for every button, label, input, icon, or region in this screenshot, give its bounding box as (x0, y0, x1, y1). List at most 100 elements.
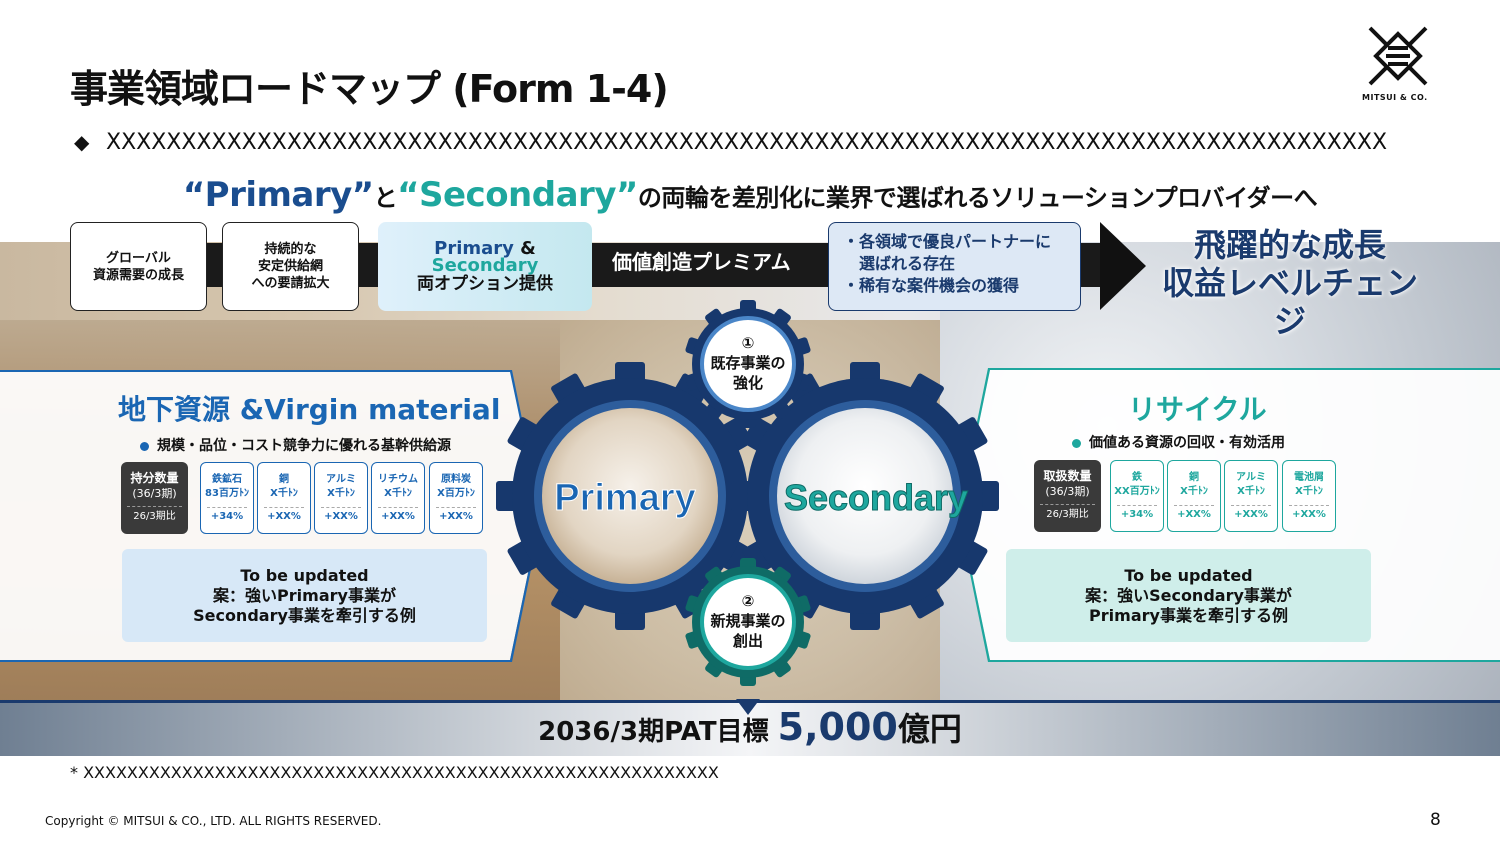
flow-box-global-demand: グローバル 資源需要の成長 (70, 222, 207, 311)
card-value: X百万ﾄﾝ (437, 488, 475, 499)
card-change: +XX% (324, 511, 358, 522)
flow-box-supply-network: 持続的な 安定供給網 への要請拡大 (222, 222, 359, 311)
primary-gear-label: Primary (554, 477, 696, 519)
tagline-secondary: “Secondary” (397, 175, 638, 215)
gears-diagram: Primary Secondary ① 既存事業の 強化 ② 新規事業の 創出 (496, 300, 999, 686)
right-update-line3: Primary事業を牽引する例 (1089, 605, 1288, 625)
card-change: +34% (210, 511, 244, 522)
flow-box2-line1: 持続的な (264, 242, 317, 257)
tagline-primary: “Primary” (182, 175, 374, 215)
bullet-line: ◆ XXXXXXXXXXXXXXXXXXXXXXXXXXXXXXXXXXXXXXX… (74, 130, 1387, 155)
left-update-line2: 案：強いPrimary事業が (213, 585, 396, 605)
left-update-line1: To be updated (240, 565, 369, 585)
card-value: 83百万ﾄﾝ (205, 488, 249, 499)
card-name: アルミ (326, 474, 356, 485)
card-change: +XX% (1177, 509, 1211, 520)
right-panel-subtitle: 価値ある資源の回収・有効活用 (1072, 432, 1285, 452)
diamond-bullet-icon: ◆ (74, 130, 90, 154)
pat-pointer-icon (736, 699, 760, 715)
footnote: * XXXXXXXXXXXXXXXXXXXXXXXXXXXXXXXXXXXXXX… (70, 763, 719, 782)
right-panel-subtitle-text: 価値ある資源の回収・有効活用 (1089, 435, 1285, 451)
flow-box2-line3: への要請拡大 (251, 276, 330, 291)
bottom-gear-num: ② (742, 592, 755, 610)
logo-text: MITSUI & CO. (1362, 93, 1428, 102)
tagline: “Primary”と“Secondary”の両輪を差別化に業界で選ばれるソリュー… (0, 175, 1500, 215)
right-update-line2: 案：強いSecondary事業が (1085, 585, 1292, 605)
card-change: +34% (1120, 509, 1154, 520)
card-value: XX百万ﾄﾝ (1114, 486, 1160, 497)
premium-arrow-icon (802, 243, 826, 287)
left-qty-main: 持分数量 (130, 471, 179, 485)
pat-unit: 億円 (897, 710, 962, 748)
right-card-copper: 銅 X千ﾄﾝ +XX% (1167, 460, 1221, 532)
top-gear-line2: 強化 (733, 374, 763, 392)
card-change: +XX% (381, 511, 415, 522)
card-value: X千ﾄﾝ (270, 488, 298, 499)
card-value: X千ﾄﾝ (384, 488, 412, 499)
copyright: Copyright © MITSUI & CO., LTD. ALL RIGHT… (45, 814, 382, 828)
pat-value: 5,000 (777, 705, 898, 749)
growth-goal: 飛躍的な成長 収益レベルチェンジ (1150, 226, 1430, 340)
flow-box4-line2: 選ばれる存在 (843, 254, 956, 273)
left-update-box: To be updated 案：強いPrimary事業が Secondary事業… (122, 549, 487, 642)
left-card-lithium: リチウム X千ﾄﾝ +XX% (371, 462, 425, 534)
top-gear-num: ① (742, 334, 755, 352)
card-name: 銅 (1189, 472, 1199, 483)
right-update-box: To be updated 案：強いSecondary事業が Primary事業… (1006, 549, 1371, 642)
right-qty-foot: 26/3期比 (1046, 509, 1089, 520)
primary-gear (496, 362, 764, 630)
left-panel-subtitle: 規模・品位・コスト競争力に優れる基幹供給源 (140, 435, 451, 455)
right-qty-main: 取扱数量 (1043, 469, 1092, 483)
card-value: X千ﾄﾝ (327, 488, 355, 499)
flow-box3-secondary: Secondary (431, 255, 539, 276)
bottom-gear-line1: 新規事業の (710, 612, 785, 630)
right-card-iron: 鉄 XX百万ﾄﾝ +34% (1110, 460, 1164, 532)
tagline-to: と (373, 184, 398, 212)
right-update-line1: To be updated (1124, 565, 1253, 585)
card-value: X千ﾄﾝ (1295, 486, 1323, 497)
flow-box3-sub: 両オプション提供 (417, 274, 553, 294)
card-value: X千ﾄﾝ (1237, 486, 1265, 497)
right-qty-label: 取扱数量 (36/3期) 26/3期比 (1034, 460, 1101, 532)
left-panel-title: 地下資源 &Virgin material (118, 393, 501, 426)
new-business-gear (685, 558, 811, 686)
left-qty-period: (36/3期) (132, 487, 177, 500)
card-name: 原料炭 (441, 474, 471, 485)
left-panel-subtitle-text: 規模・品位・コスト競争力に優れる基幹供給源 (157, 438, 451, 454)
flow-box3-amp: & (513, 238, 536, 259)
bullet-text: XXXXXXXXXXXXXXXXXXXXXXXXXXXXXXXXXXXXXXXX… (106, 130, 1388, 155)
flow-box1-line2: 資源需要の成長 (92, 267, 184, 283)
left-card-coking-coal: 原料炭 X百万ﾄﾝ +XX% (429, 462, 483, 534)
left-card-iron-ore: 鉄鉱石 83百万ﾄﾝ +34% (200, 462, 254, 534)
flow-box1-line1: グローバル (106, 250, 171, 266)
right-qty-period: (36/3期) (1045, 485, 1090, 498)
goal-line2: 収益レベルチェンジ (1161, 264, 1418, 340)
left-qty-label: 持分数量 (36/3期) 26/3期比 (121, 462, 188, 534)
flow-arrow-icon (1100, 222, 1146, 310)
top-gear-line1: 既存事業の (710, 354, 785, 372)
value-premium-label: 価値創造プレミアム (612, 250, 791, 274)
bullet-dot-icon (1072, 438, 1081, 448)
flow-box-dual-option: Primary & Secondary 両オプション提供 (378, 222, 592, 311)
card-name: 鉄鉱石 (212, 474, 242, 485)
goal-line1: 飛躍的な成長 (1193, 226, 1386, 264)
left-qty-foot: 26/3期比 (133, 511, 176, 522)
card-name: リチウム (378, 474, 418, 485)
flow-box3-primary: Primary (434, 238, 514, 259)
mitsui-logo (1368, 26, 1428, 86)
right-panel-title: リサイクル (1128, 393, 1267, 426)
left-card-aluminum: アルミ X千ﾄﾝ +XX% (314, 462, 368, 534)
pat-target: 2036/3期PAT目標 5,000億円 (0, 704, 1500, 750)
page-number: 8 (1430, 810, 1441, 830)
flow-box-partners: ・各領域で優良パートナーに 選ばれる存在 ・稀有な案件機会の獲得 (828, 222, 1081, 311)
card-change: +XX% (1234, 509, 1268, 520)
pat-prefix: 2036/3期PAT目標 (538, 717, 769, 747)
secondary-gear (731, 362, 999, 630)
card-name: 鉄 (1132, 472, 1142, 483)
flow-box2-line2: 安定供給網 (257, 259, 323, 274)
flow-box4-line3: ・稀有な案件機会の獲得 (843, 276, 1020, 295)
card-name: アルミ (1236, 472, 1266, 483)
card-change: +XX% (439, 511, 473, 522)
bottom-gear-line2: 創出 (732, 632, 763, 650)
tagline-rest: の両輪を差別化に業界で選ばれるソリューションプロバイダーへ (637, 184, 1318, 212)
